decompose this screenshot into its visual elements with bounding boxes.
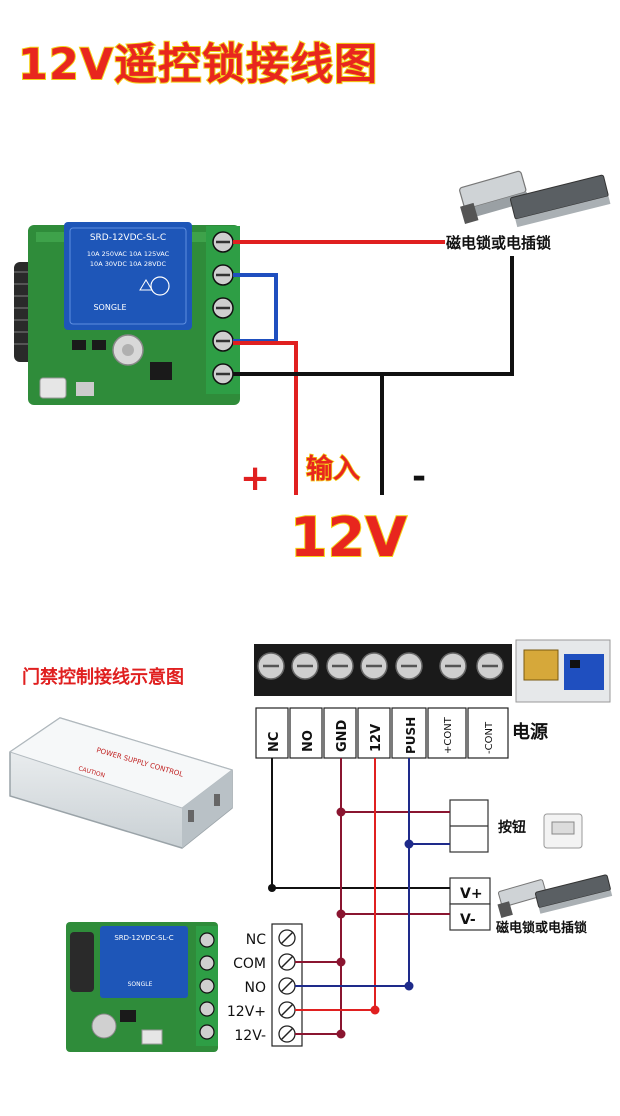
chip (150, 362, 172, 380)
wire-12v-to-12vplus (295, 758, 376, 1011)
exit-button-box (449, 799, 489, 853)
button-label: 按钮 (498, 819, 526, 836)
lock-terminal-vplus: V+ (460, 886, 483, 902)
top-lock-images (459, 170, 611, 228)
psu-terminal-push: PUSH (404, 717, 418, 754)
relay-rating-line-2: 10A 30VDC 10A 28VDC (90, 260, 167, 268)
pairing-button (39, 377, 67, 399)
bottom-lock-images (497, 874, 613, 918)
relay-brand-text: SONGLE (93, 303, 126, 312)
lock-terminal-box (449, 877, 491, 931)
bottom-lock-label: 磁电锁或电插锁 (496, 920, 587, 936)
receiver-terminal-labels: NC COM NO 12V+ 12V- (227, 932, 266, 1044)
receiver-terminal-nc: NC (246, 932, 266, 948)
psu-terminal-labels: NC NO GND 12V PUSH +CONT -CONT (267, 716, 495, 754)
receiver-terminal-com: COM (233, 956, 266, 972)
top-receiver-board: SRD-12VDC-SL-C 10A 250VAC 10A 125VAC 10A… (14, 222, 240, 405)
top-wires (233, 240, 514, 495)
red-wire-input-plus (233, 341, 298, 495)
access-control-title: 门禁控制接线示意图 (22, 666, 184, 688)
transformer-image (515, 639, 611, 703)
relay: SRD-12VDC-SL-C 10A 250VAC 10A 125VAC 10A… (64, 222, 192, 330)
relay-rating-line-1: 10A 250VAC 10A 125VAC (87, 250, 170, 258)
receiver-terminal-12v-plus: 12V+ (227, 1004, 266, 1020)
relay-model-text: SRD-12VDC-SL-C (90, 233, 166, 243)
bottom-relay-brand: SONGLE (128, 981, 153, 988)
bottom-receiver-board: SRD-12VDC-SL-C SONGLE (66, 922, 218, 1052)
psu-terminal-no: NO (301, 730, 316, 752)
junction-dots (268, 807, 414, 1039)
psu-terminal-minus-cont: -CONT (484, 721, 495, 754)
psu-terminal-strip (254, 644, 512, 759)
psu-terminal-12v: 12V (369, 724, 384, 752)
black-wire-lock (233, 256, 514, 376)
power-label: 电源 (512, 721, 548, 743)
minus-sign: - (412, 457, 426, 497)
wire-nc-to-vplus (271, 758, 450, 889)
psu-terminal-nc: NC (267, 732, 282, 752)
page-title: 12V遥控锁接线图 (17, 39, 379, 91)
plus-sign: + (240, 458, 270, 499)
receiver-terminal-no: NO (245, 980, 267, 996)
psu-case-image: POWER SUPPLY CONTROL CAUTION (8, 717, 234, 849)
receiver-terminal-12v-minus: 12V- (234, 1028, 266, 1044)
input-label: 输入 (306, 453, 360, 485)
psu-terminal-plus-cont: +CONT (443, 716, 454, 754)
top-lock-label: 磁电锁或电插锁 (446, 234, 551, 252)
voltage-label: 12V (290, 506, 407, 569)
lock-terminal-vminus: V- (460, 912, 476, 928)
psu-terminal-gnd: GND (335, 719, 350, 752)
exit-button-image (543, 813, 583, 849)
wire-push-to-no (295, 758, 410, 987)
bottom-relay-model: SRD-12VDC-SL-C (114, 934, 173, 942)
